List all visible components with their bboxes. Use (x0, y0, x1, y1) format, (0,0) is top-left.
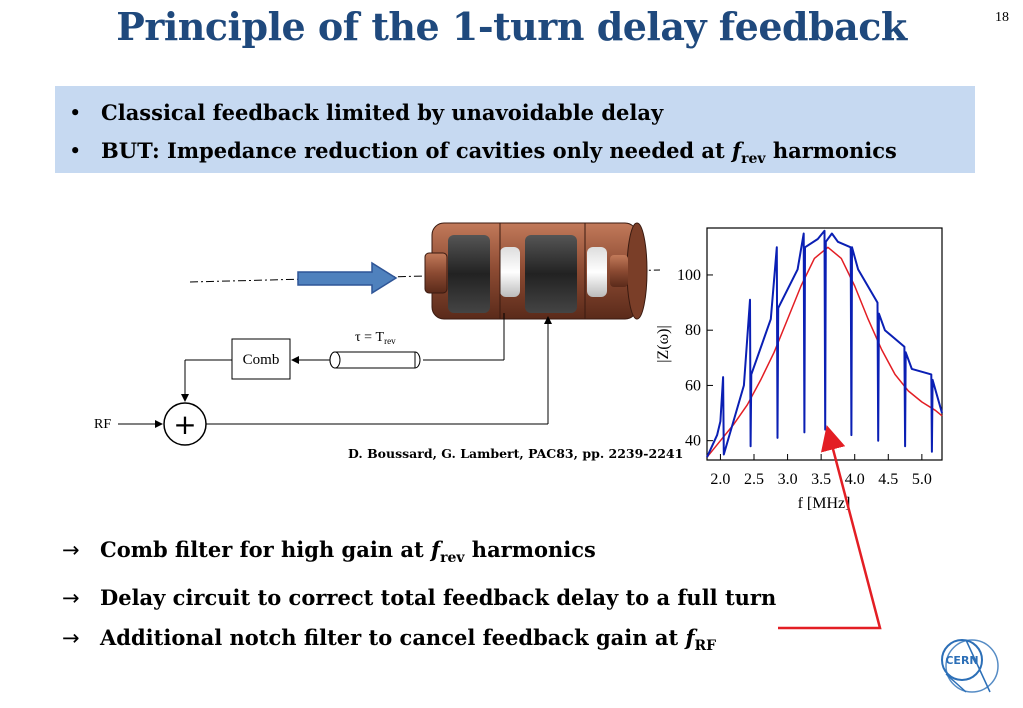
feedback-diagram: τ = Trev Comb + RF (94, 222, 661, 446)
bullet-item: • Classical feedback limited by unavoida… (69, 94, 975, 132)
x-tick-label: 3.0 (778, 471, 798, 488)
x-tick-label: 3.5 (811, 471, 831, 488)
bullet-symbol: • (69, 101, 82, 125)
page-number: 18 (995, 10, 1009, 25)
cern-logo-text: CERN (945, 654, 978, 667)
list-item: → Additional notch filter to cancel feed… (62, 618, 776, 666)
y-axis-label: |Z(ω)| (655, 325, 672, 362)
list-item: → Delay circuit to correct total feedbac… (62, 578, 776, 618)
comb-label: Comb (243, 352, 280, 368)
bullet-item: • BUT: Impedance reduction of cavities o… (69, 132, 975, 178)
series-line-1 (706, 246, 943, 458)
list-text: Additional notch filter to cancel feedba… (100, 625, 717, 654)
x-axis-label: f [MHz] (798, 495, 851, 512)
delay-line (329, 351, 421, 369)
bullet-text: BUT: Impedance reduction of cavities onl… (101, 138, 897, 167)
beam-arrow (297, 261, 398, 295)
y-tick-label: 60 (685, 377, 701, 394)
sum-symbol: + (173, 408, 196, 441)
arrow-icon: → (62, 538, 80, 562)
arrow-icon: → (62, 586, 80, 610)
bullet-box: • Classical feedback limited by unavoida… (55, 86, 975, 173)
list-item: → Comb filter for high gain at frev harm… (62, 530, 776, 578)
cern-logo-icon: CERN (941, 639, 999, 693)
slide-title: Principle of the 1-turn delay feedback (116, 4, 907, 49)
x-tick-label: 5.0 (912, 471, 932, 488)
citation: D. Boussard, G. Lambert, PAC83, pp. 2239… (348, 446, 684, 461)
impedance-chart: 2.0 2.5 3.0 3.5 4.0 4.5 5.0 40 60 80 100 f [MHz] |… (655, 227, 943, 512)
cavity-icon (424, 222, 648, 320)
bullet-text: Classical feedback limited by unavoidabl… (101, 100, 664, 125)
comb-filter-box (231, 338, 291, 380)
y-tick-label: 100 (677, 267, 701, 284)
x-tick-label: 4.0 (845, 471, 865, 488)
y-tick-label: 80 (685, 322, 701, 339)
bullet-symbol: • (69, 139, 82, 163)
x-tick-label: 4.5 (878, 471, 898, 488)
delay-label: τ = Trev (355, 330, 396, 346)
arrow-icon: → (62, 626, 80, 650)
rf-label: RF (94, 417, 111, 432)
list-text: Comb filter for high gain at frev harmon… (100, 537, 596, 566)
conclusion-list: → Comb filter for high gain at frev harm… (62, 530, 776, 666)
list-text: Delay circuit to correct total feedback … (100, 585, 777, 610)
x-tick-label: 2.5 (744, 471, 764, 488)
y-tick-label: 40 (685, 433, 701, 450)
x-tick-label: 2.0 (710, 471, 730, 488)
